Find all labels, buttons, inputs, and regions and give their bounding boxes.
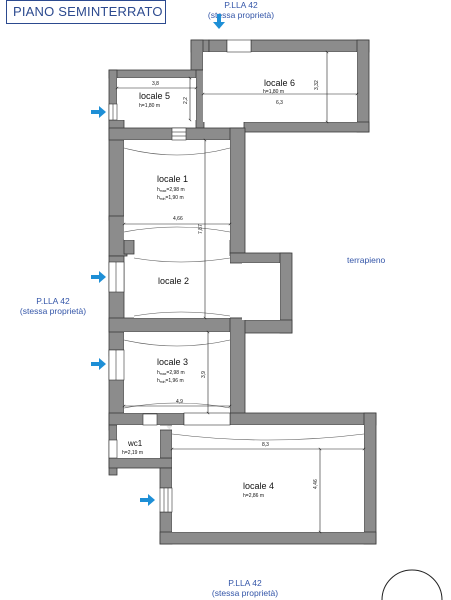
room-locale4-height: h=2,86 m bbox=[243, 493, 264, 499]
wall-l5-top bbox=[108, 69, 205, 79]
room-wc1-name: wc1 bbox=[127, 439, 143, 448]
arrow-icon-l4 bbox=[140, 494, 155, 506]
plan-title-box: PIANO SEMINTERRATO bbox=[6, 0, 166, 24]
room-locale5-dim-w: 3,8 bbox=[152, 81, 159, 87]
wall-l6-top-b bbox=[250, 39, 370, 53]
wall-left-stub-2 bbox=[123, 239, 135, 255]
room-locale5-dim-h: 2,2 bbox=[183, 97, 189, 104]
wall-wc-bottom bbox=[108, 457, 173, 469]
neighbor-label-left: P.LLA 42 (stessa proprietà) bbox=[8, 296, 98, 316]
door-openings bbox=[142, 39, 252, 513]
wall-l6-right bbox=[356, 39, 370, 133]
room-locale4-name: locale 4 bbox=[243, 481, 274, 491]
neighbor-top-name: P.LLA 42 bbox=[224, 0, 258, 10]
wall-l4-right bbox=[363, 412, 377, 545]
room-locale4-dim-h: 4,46 bbox=[313, 479, 319, 489]
wall-l4-left-upper bbox=[159, 467, 173, 489]
room-locale3-name: locale 3 bbox=[157, 357, 188, 367]
room-locale5-height: h=1,80 m bbox=[139, 103, 160, 109]
wall-l4-top bbox=[229, 412, 377, 426]
entrance-arrows bbox=[91, 14, 225, 506]
room-labels: locale 6 h=1,80 m 6,3 3,32 locale 5 h=1,… bbox=[122, 78, 320, 499]
room-locale3-hmin: hmin=1,96 m bbox=[157, 378, 184, 384]
room-locale3-dim-h: 3,9 bbox=[201, 371, 207, 378]
room-locale6-dim-h: 3,32 bbox=[314, 80, 320, 90]
room-locale4-dim-w: 8,3 bbox=[262, 442, 269, 448]
neighbor-left-name: P.LLA 42 bbox=[36, 296, 70, 306]
room-locale2-name: locale 2 bbox=[158, 276, 189, 286]
wall-wc-right bbox=[159, 429, 173, 459]
neighbor-label-bottom: P.LLA 42 (stessa proprietà) bbox=[200, 578, 290, 598]
room-locale5-name: locale 5 bbox=[139, 91, 170, 101]
windows bbox=[108, 103, 125, 459]
arrow-icon-l2 bbox=[91, 271, 106, 283]
arrow-icon-l3 bbox=[91, 358, 106, 370]
plan-title: PIANO SEMINTERRATO bbox=[13, 4, 163, 19]
arrow-icon-l5 bbox=[91, 106, 106, 118]
room-locale6-dim-w: 6,3 bbox=[276, 100, 283, 106]
neighbor-bottom-name: P.LLA 42 bbox=[228, 578, 262, 588]
wall-l6-top-a bbox=[208, 39, 228, 53]
terrapieno-label: terrapieno bbox=[347, 255, 386, 265]
wall-l6-left bbox=[190, 39, 204, 71]
arrow-icon-top bbox=[213, 14, 225, 29]
north-arrow-circle bbox=[381, 569, 443, 600]
room-locale1-hmin: hmin=1,90 m bbox=[157, 195, 184, 201]
room-locale1-dim-w: 4,66 bbox=[173, 216, 183, 222]
neighbor-top-note: (stessa proprietà) bbox=[207, 10, 275, 20]
room-locale6-height: h=1,80 m bbox=[263, 89, 284, 95]
wall-l1-right bbox=[229, 127, 246, 254]
wall-l2-bottom bbox=[108, 317, 245, 333]
wall-l4-bottom bbox=[159, 531, 377, 545]
walls bbox=[108, 39, 377, 545]
neighbor-left-note: (stessa proprietà) bbox=[19, 306, 87, 316]
neighbor-label-top: P.LLA 42 (stessa proprietà) bbox=[196, 0, 286, 20]
room-locale1-name: locale 1 bbox=[157, 174, 188, 184]
wall-l3-right bbox=[229, 317, 246, 419]
room-locale3-dim-w: 4,9 bbox=[176, 399, 183, 405]
room-locale1-hmax: hmax=2,98 m bbox=[157, 187, 185, 193]
dimension-lines bbox=[115, 50, 366, 534]
room-locale3-hmax: hmax=2,98 m bbox=[157, 370, 185, 376]
room-wc1-height: h=2,19 m bbox=[122, 450, 143, 456]
wall-l6-bottom bbox=[243, 121, 370, 133]
wall-l5-right bbox=[195, 69, 205, 129]
room-locale6-name: locale 6 bbox=[264, 78, 295, 88]
neighbor-bottom-note: (stessa proprietà) bbox=[211, 588, 279, 598]
room-locale1-dim-h: 7,87 bbox=[198, 224, 204, 234]
